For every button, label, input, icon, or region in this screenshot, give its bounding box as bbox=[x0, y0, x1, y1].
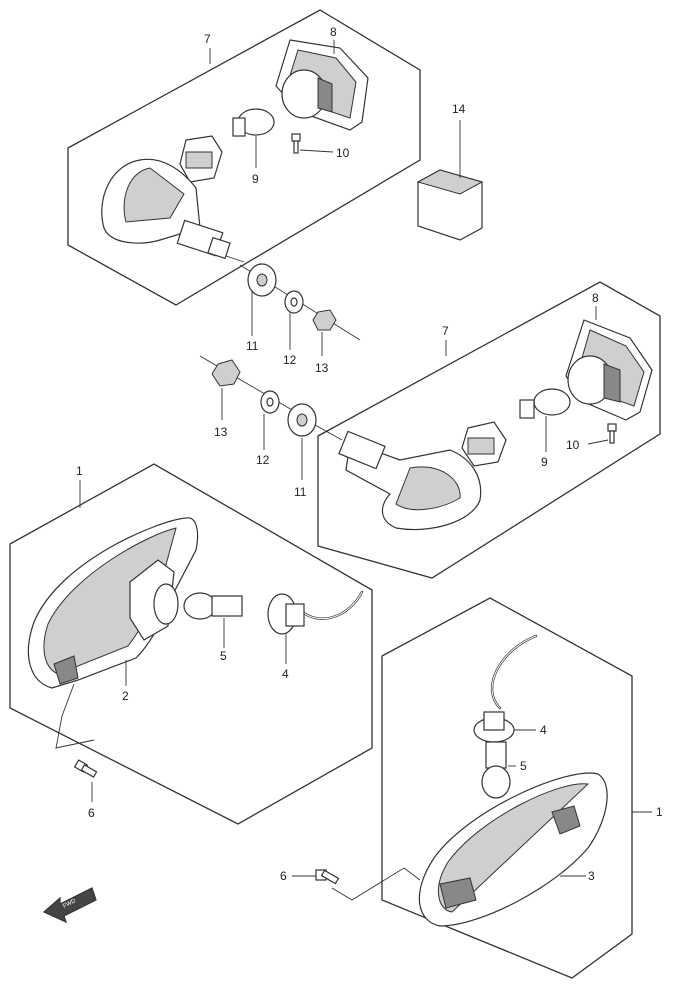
screw bbox=[291, 133, 334, 154]
callout-mid-8: 8 bbox=[592, 291, 599, 305]
callout-top-8: 8 bbox=[330, 25, 337, 39]
callout-left-2: 2 bbox=[122, 689, 129, 703]
callout-left-4: 4 bbox=[282, 667, 289, 681]
hardware-stack-top bbox=[239, 263, 361, 341]
right-assembly: 1 4 5 3 6 bbox=[280, 597, 663, 979]
bulb bbox=[232, 108, 275, 168]
lens-housing bbox=[27, 517, 199, 689]
lens-3 bbox=[418, 772, 608, 927]
callout-left-6: 6 bbox=[88, 806, 95, 820]
callout-right-5: 5 bbox=[520, 759, 527, 773]
bulb-3 bbox=[183, 592, 243, 648]
housing-2 bbox=[305, 419, 482, 531]
lens-cover-2 bbox=[565, 319, 653, 421]
callout-top-14: 14 bbox=[452, 102, 466, 116]
callout-mid-7: 7 bbox=[442, 324, 449, 338]
callout-top-11: 11 bbox=[246, 339, 259, 353]
callout-mid-13: 13 bbox=[214, 425, 228, 439]
callout-top-13: 13 bbox=[315, 361, 329, 375]
middle-assembly-frame bbox=[317, 281, 661, 579]
top-assembly-frame bbox=[67, 9, 421, 306]
callout-top-7: 7 bbox=[204, 32, 211, 46]
screw-3 bbox=[55, 683, 98, 802]
callout-mid-12: 12 bbox=[256, 453, 270, 467]
hardware-stack-middle bbox=[199, 355, 317, 437]
bulb-2 bbox=[519, 388, 571, 452]
callout-left-1: 1 bbox=[76, 464, 83, 478]
callout-top-12: 12 bbox=[283, 353, 297, 367]
callout-right-4: 4 bbox=[540, 723, 547, 737]
screw-2 bbox=[587, 423, 617, 445]
callout-right-1: 1 bbox=[656, 805, 663, 819]
socket-2 bbox=[461, 421, 507, 467]
callout-right-3: 3 bbox=[588, 869, 595, 883]
socket bbox=[179, 135, 223, 183]
screw-4 bbox=[292, 867, 421, 901]
callout-right-6: 6 bbox=[280, 869, 287, 883]
callout-left-5: 5 bbox=[220, 649, 227, 663]
left-assembly-frame bbox=[9, 463, 373, 825]
left-assembly: 1 2 5 4 6 bbox=[9, 463, 373, 825]
top-assembly: 7 8 9 10 14 11 12 13 bbox=[67, 9, 484, 375]
right-assembly-frame bbox=[381, 597, 633, 979]
callout-mid-11: 11 bbox=[294, 485, 307, 499]
housing bbox=[101, 158, 245, 263]
bulb-4 bbox=[481, 741, 516, 799]
callout-top-9: 9 bbox=[252, 172, 259, 186]
callout-mid-9: 9 bbox=[541, 455, 548, 469]
callout-mid-10: 10 bbox=[566, 438, 580, 452]
middle-assembly: 7 8 9 10 13 12 11 bbox=[199, 281, 661, 579]
socket-3 bbox=[267, 590, 364, 664]
front-direction-arrow: FWD bbox=[42, 887, 97, 924]
fwd-label: FWD bbox=[62, 898, 77, 910]
relay bbox=[416, 120, 484, 241]
lens-cover bbox=[275, 39, 369, 131]
callout-top-10: 10 bbox=[336, 146, 350, 160]
socket-4 bbox=[473, 634, 538, 743]
